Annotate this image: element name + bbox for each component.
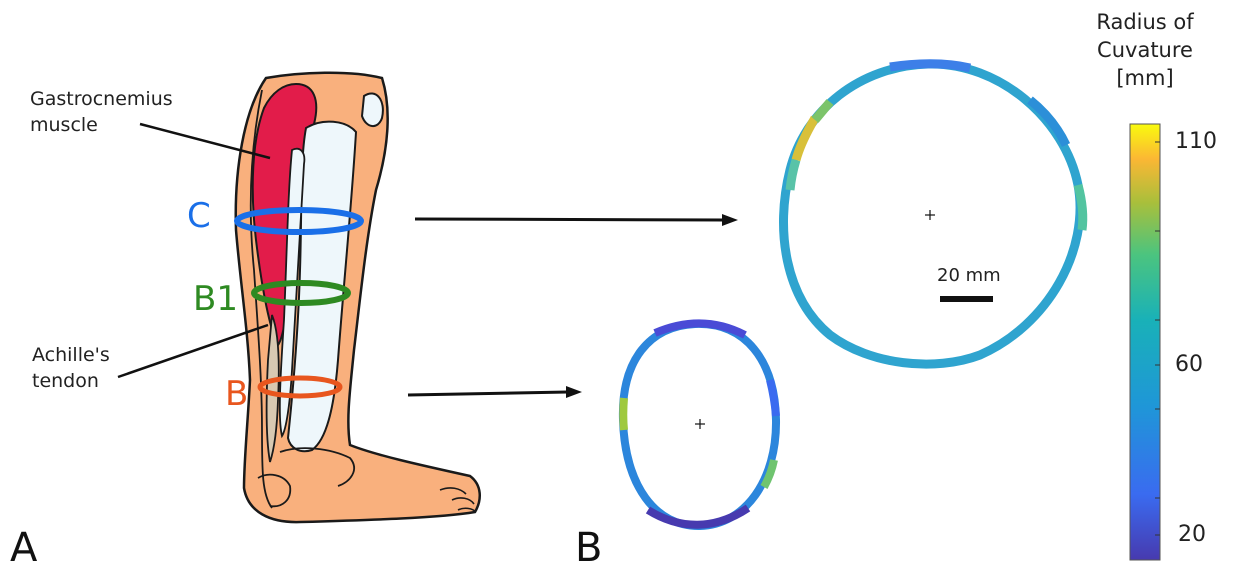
cross-section-c — [783, 64, 1082, 364]
scale-bar-label: 20 mm — [937, 267, 1001, 285]
arrow-section-c — [415, 214, 738, 226]
achilles-label: Achille's tendon — [32, 342, 110, 394]
gastrocnemius-label: Gastrocnemius muscle — [30, 86, 173, 138]
colorbar — [1130, 124, 1160, 560]
colorbar-title-line1: Radius of — [1085, 8, 1205, 36]
colorbar-tick-60: 60 — [1175, 354, 1203, 376]
cross-section-b — [623, 323, 776, 526]
colorbar-title: Radius of Cuvature [mm] — [1085, 8, 1205, 92]
achilles-label-line2: tendon — [32, 368, 110, 394]
achilles-leader-line — [118, 325, 268, 377]
arrow-section-b — [408, 386, 582, 398]
knee-cap — [362, 93, 383, 126]
panel-label-a: A — [10, 528, 37, 568]
section-label-b: B — [225, 377, 248, 411]
section-label-b1: B1 — [193, 282, 238, 316]
achilles-label-line1: Achille's — [32, 342, 110, 368]
colorbar-tick-20: 20 — [1178, 524, 1206, 546]
section-label-c: C — [187, 199, 211, 233]
panel-label-b: B — [575, 528, 602, 568]
colorbar-tick-110: 110 — [1175, 131, 1217, 153]
gastrocnemius-label-line2: muscle — [30, 112, 173, 138]
colorbar-title-line3: [mm] — [1085, 64, 1205, 92]
gastrocnemius-label-line1: Gastrocnemius — [30, 86, 173, 112]
colorbar-title-line2: Cuvature — [1085, 36, 1205, 64]
leg-illustration — [236, 73, 480, 522]
